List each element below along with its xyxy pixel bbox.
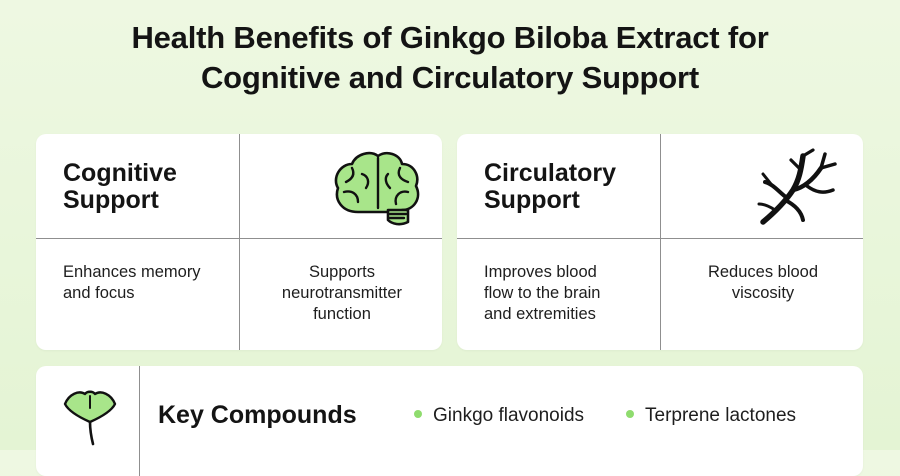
key-compounds-card: Key Compounds Ginkgo flavonoids Terprene… [36,366,863,476]
page-title-line-2: Cognitive and Circulatory Support [200,60,700,95]
text-line: Supports [308,263,376,281]
heading-line-2: Support [484,186,580,214]
text-line: flow to the brain [484,284,601,302]
bullet-dot [626,409,634,418]
text-line: neurotransmitter [281,284,403,302]
text-line: and extremities [484,305,596,323]
page-title-line-1: Health Benefits of Ginkgo Biloba Extract… [131,20,769,55]
bullet-dot [414,409,422,418]
cognitive-support-card: Cognitive Support Enhances memory and fo… [36,134,442,350]
compound-label: Ginkgo flavonoids [433,405,585,426]
card-vertical-divider [139,366,140,476]
circulatory-support-card: Circulatory Support Improves blood flow … [457,134,863,350]
list-item: Terprene lactones [626,404,796,428]
text-line: Enhances memory [63,263,201,281]
card-vertical-divider [239,134,240,350]
cognitive-benefit-neurotransmitter: Supports neurotransmitter function [251,262,433,325]
page-title: Health Benefits of Ginkgo Biloba Extract… [0,18,900,98]
blood-vessel-icon [757,148,839,228]
heading-line-1: Cognitive [63,159,177,187]
circulatory-support-heading: Circulatory Support [484,160,616,214]
heading-line-2: Support [63,186,159,214]
text-line: Reduces blood [707,263,819,281]
list-item: Ginkgo flavonoids [414,404,584,428]
compound-label: Terprene lactones [645,405,797,426]
card-horizontal-divider [457,238,863,239]
cognitive-benefit-memory: Enhances memory and focus [63,262,233,304]
ginkgo-leaf-icon [61,388,119,446]
text-line: viscosity [731,284,795,302]
key-compounds-heading: Key Compounds [158,401,357,429]
brain-icon [328,146,424,234]
text-line: and focus [63,284,135,302]
text-line: Improves blood [484,263,597,281]
cognitive-support-heading: Cognitive Support [63,160,177,214]
card-vertical-divider [660,134,661,350]
circulatory-benefit-viscosity: Reduces blood viscosity [672,262,854,304]
card-horizontal-divider [36,238,442,239]
text-line: function [313,305,371,323]
heading-line-1: Circulatory [484,159,616,187]
circulatory-benefit-blood-flow: Improves blood flow to the brain and ext… [484,262,654,325]
